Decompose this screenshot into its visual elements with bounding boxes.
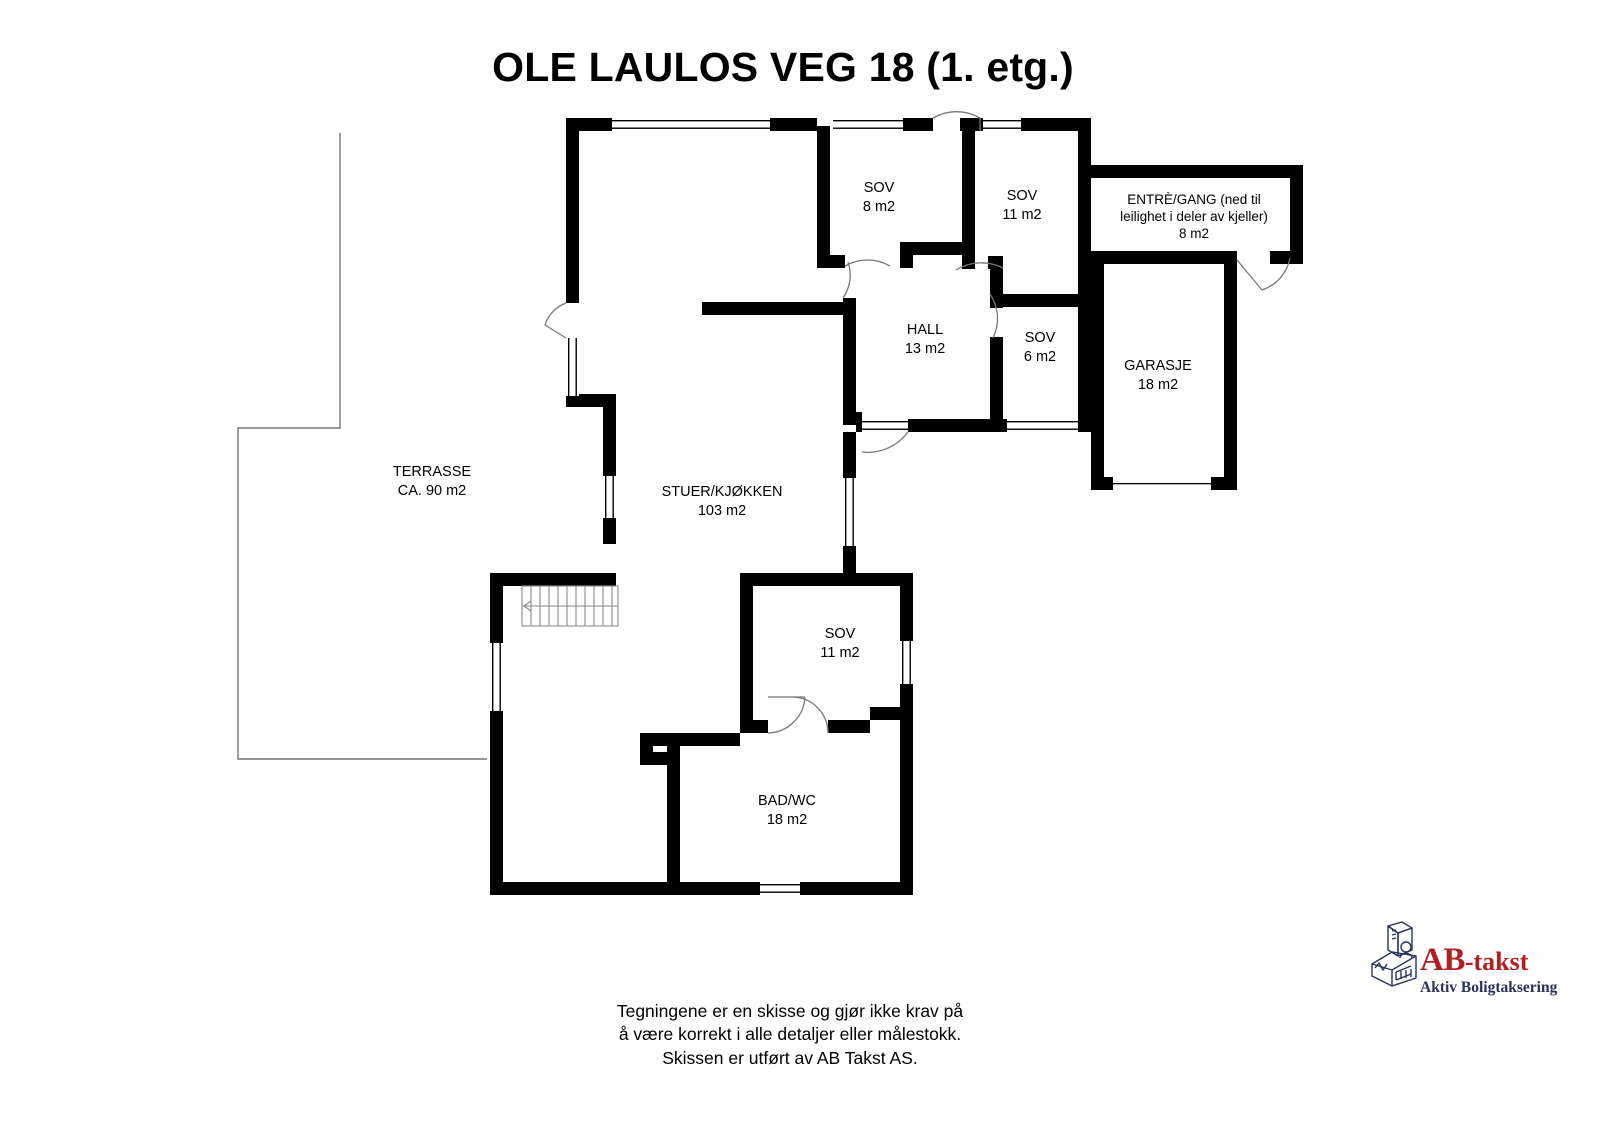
room-area-sov-11b: 11 m2 xyxy=(820,645,859,661)
page-title: OLE LAULOS VEG 18 (1. etg.) xyxy=(492,44,1074,90)
room-label-entre-line2: leilighet i deler av kjeller) xyxy=(1120,209,1268,224)
room-area-badwc: 18 m2 xyxy=(767,812,807,828)
disclaimer-line-1: Tegningene er en skisse og gjør ikke kra… xyxy=(616,1001,964,1021)
disclaimer-line-2: å være korrekt i alle detaljer eller mål… xyxy=(618,1024,962,1045)
room-area-sov-6: 6 m2 xyxy=(1024,349,1056,365)
room-label-sov-11a: SOV xyxy=(1007,188,1038,204)
room-area-stue: 103 m2 xyxy=(698,503,746,519)
wall-group xyxy=(490,118,1303,895)
room-label-sov-8: SOV xyxy=(864,180,895,196)
room-area-hall: 13 m2 xyxy=(905,341,945,357)
window-group xyxy=(490,118,1211,895)
disclaimer-line-3: Skissen er utført av AB Takst AS. xyxy=(662,1047,918,1068)
door-group xyxy=(544,111,1291,734)
room-area-terrasse: CA. 90 m2 xyxy=(398,483,467,499)
logo-brand-secondary: -takst xyxy=(1464,947,1529,976)
room-label-entre: ENTRÈ/GANG (ned til xyxy=(1127,192,1261,207)
room-label-badwc: BAD/WC xyxy=(758,793,816,809)
room-label-terrasse: TERRASSE xyxy=(393,464,471,480)
room-label-hall: HALL xyxy=(907,322,943,338)
logo-text-block: AB-takst Aktiv Boligtaksering xyxy=(1420,944,1557,996)
room-labels: SOV 8 m2 SOV 11 m2 ENTRÈ/GANG (ned til l… xyxy=(393,180,1268,828)
logo-brand-primary: AB xyxy=(1420,942,1465,978)
logo-brand: AB-takst xyxy=(1420,944,1557,977)
room-label-stue: STUER/KJØKKEN xyxy=(662,484,783,500)
disclaimer-text: Tegningene er en skisse og gjør ikke kra… xyxy=(480,1000,1100,1070)
room-area-entre: 8 m2 xyxy=(1179,226,1209,241)
terrace-outline xyxy=(237,133,487,760)
room-area-garasje: 18 m2 xyxy=(1138,377,1178,393)
logo-tagline: Aktiv Boligtaksering xyxy=(1420,979,1558,996)
stairs xyxy=(521,585,619,627)
house-book-icon xyxy=(1371,921,1417,987)
room-label-garasje: GARASJE xyxy=(1124,358,1192,374)
room-label-sov-6: SOV xyxy=(1025,330,1056,346)
room-area-sov-11a: 11 m2 xyxy=(1002,207,1041,223)
stairs-direction-arrow xyxy=(523,600,532,612)
room-area-sov-8: 8 m2 xyxy=(863,199,895,215)
ab-takst-logo: AB-takst Aktiv Boligtaksering xyxy=(1362,920,1562,1000)
room-label-sov-11b: SOV xyxy=(825,626,856,642)
